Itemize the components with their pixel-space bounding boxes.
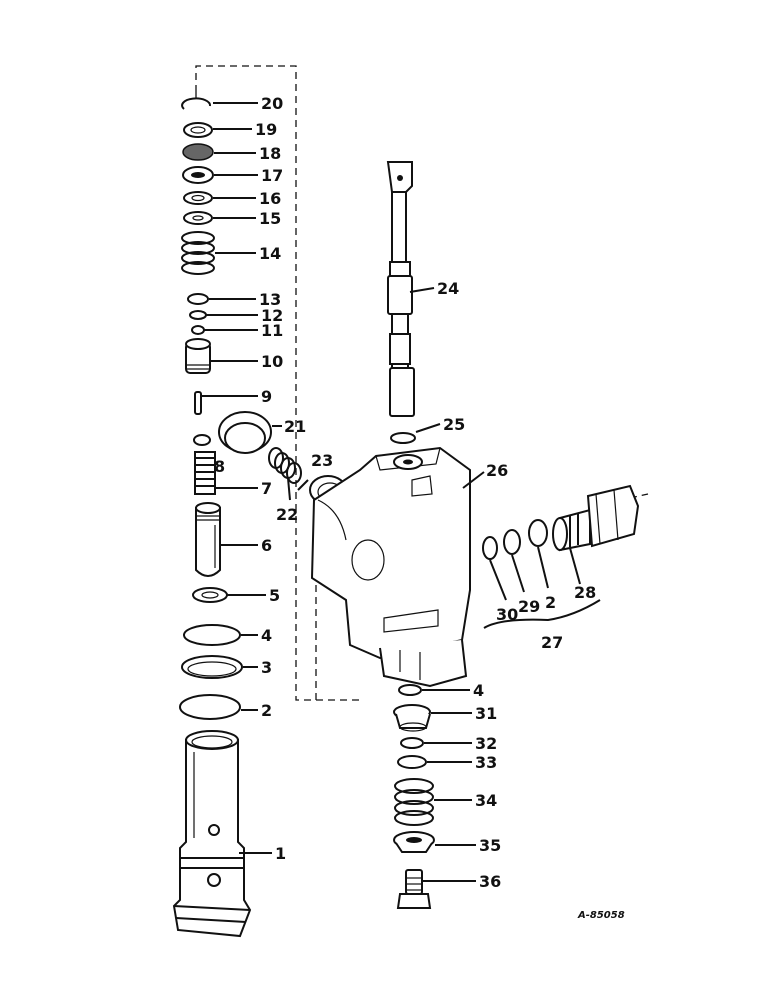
callout-19: 19 [255, 120, 277, 139]
part-2-o-ring-right [528, 519, 548, 547]
part-2-o-ring [179, 694, 241, 720]
part-29-backup-ring [503, 529, 521, 555]
callout-28: 28 [574, 583, 596, 602]
part-30-o-ring [482, 536, 498, 560]
part-19-washer [183, 122, 213, 138]
part-20-snap-ring [181, 97, 212, 110]
part-22-spring [268, 447, 302, 484]
part-34-spring [394, 778, 434, 826]
callout-13: 13 [259, 290, 281, 309]
part-28-fitting [552, 484, 640, 552]
callout-labels: 20 19 18 17 16 15 14 13 12 11 10 9 21 8 … [214, 94, 625, 921]
part-21-plug [218, 411, 272, 454]
part-24-spool [386, 161, 415, 417]
part-8-o-ring [193, 434, 211, 446]
callout-5: 5 [269, 586, 280, 605]
callout-31: 31 [475, 704, 497, 723]
part-7-threaded-plunger [194, 451, 216, 495]
callout-24: 24 [437, 279, 459, 298]
part-27-bracket [483, 599, 601, 629]
part-11-ball [191, 325, 205, 335]
callout-1: 1 [275, 844, 286, 863]
part-25-o-ring [390, 432, 416, 444]
callout-18: 18 [259, 144, 281, 163]
part-3-seal [181, 655, 243, 679]
callout-21: 21 [284, 417, 306, 436]
callout-34: 34 [475, 791, 497, 810]
part-15-washer [183, 211, 213, 225]
callout-10: 10 [261, 352, 283, 371]
part-26-valve-body [310, 446, 471, 688]
callout-26: 26 [486, 461, 508, 480]
part-4-o-ring-bottom [398, 684, 422, 696]
callout-2-right: 2 [545, 593, 556, 612]
part-10-plunger [185, 338, 211, 374]
callout-2: 2 [261, 701, 272, 720]
callout-33: 33 [475, 753, 497, 772]
callout-29: 29 [518, 597, 540, 616]
callout-11: 11 [261, 321, 283, 340]
part-9-pin [194, 391, 202, 415]
part-18-screen [182, 143, 214, 161]
part-5-washer [192, 587, 228, 603]
part-33-ring [397, 755, 427, 769]
callout-16: 16 [259, 189, 281, 208]
part-12-washer [189, 310, 207, 320]
figure-code: A-85058 [577, 910, 625, 921]
callout-20: 20 [261, 94, 283, 113]
callout-6: 6 [261, 536, 272, 555]
callout-32: 32 [475, 734, 497, 753]
part-13-ring [187, 293, 209, 305]
callout-3: 3 [261, 658, 272, 677]
callout-23: 23 [311, 451, 333, 470]
part-14-spring [181, 231, 215, 275]
callout-4-bottom: 4 [473, 681, 484, 700]
callout-17: 17 [261, 166, 283, 185]
callout-15: 15 [259, 209, 281, 228]
callout-30: 30 [496, 605, 518, 624]
part-32-ring [400, 737, 424, 749]
callout-12: 12 [261, 306, 283, 325]
part-36-screw [396, 869, 432, 909]
part-16-washer [183, 191, 213, 205]
part-35-cap [393, 831, 435, 853]
part-17-seat [182, 166, 214, 184]
part-1-cylinder [172, 730, 252, 938]
leader-lines [202, 102, 581, 882]
part-4-seal [183, 624, 241, 646]
callout-8: 8 [214, 457, 225, 476]
part-31-cup [393, 704, 431, 732]
callout-22: 22 [276, 505, 298, 524]
callout-36: 36 [479, 872, 501, 891]
part-6-valve-sleeve [195, 502, 221, 577]
callout-7: 7 [261, 479, 272, 498]
callout-14: 14 [259, 244, 281, 263]
callout-27: 27 [541, 633, 563, 652]
callout-9: 9 [261, 387, 272, 406]
callout-25: 25 [443, 415, 465, 434]
callout-35: 35 [479, 836, 501, 855]
callout-4: 4 [261, 626, 272, 645]
